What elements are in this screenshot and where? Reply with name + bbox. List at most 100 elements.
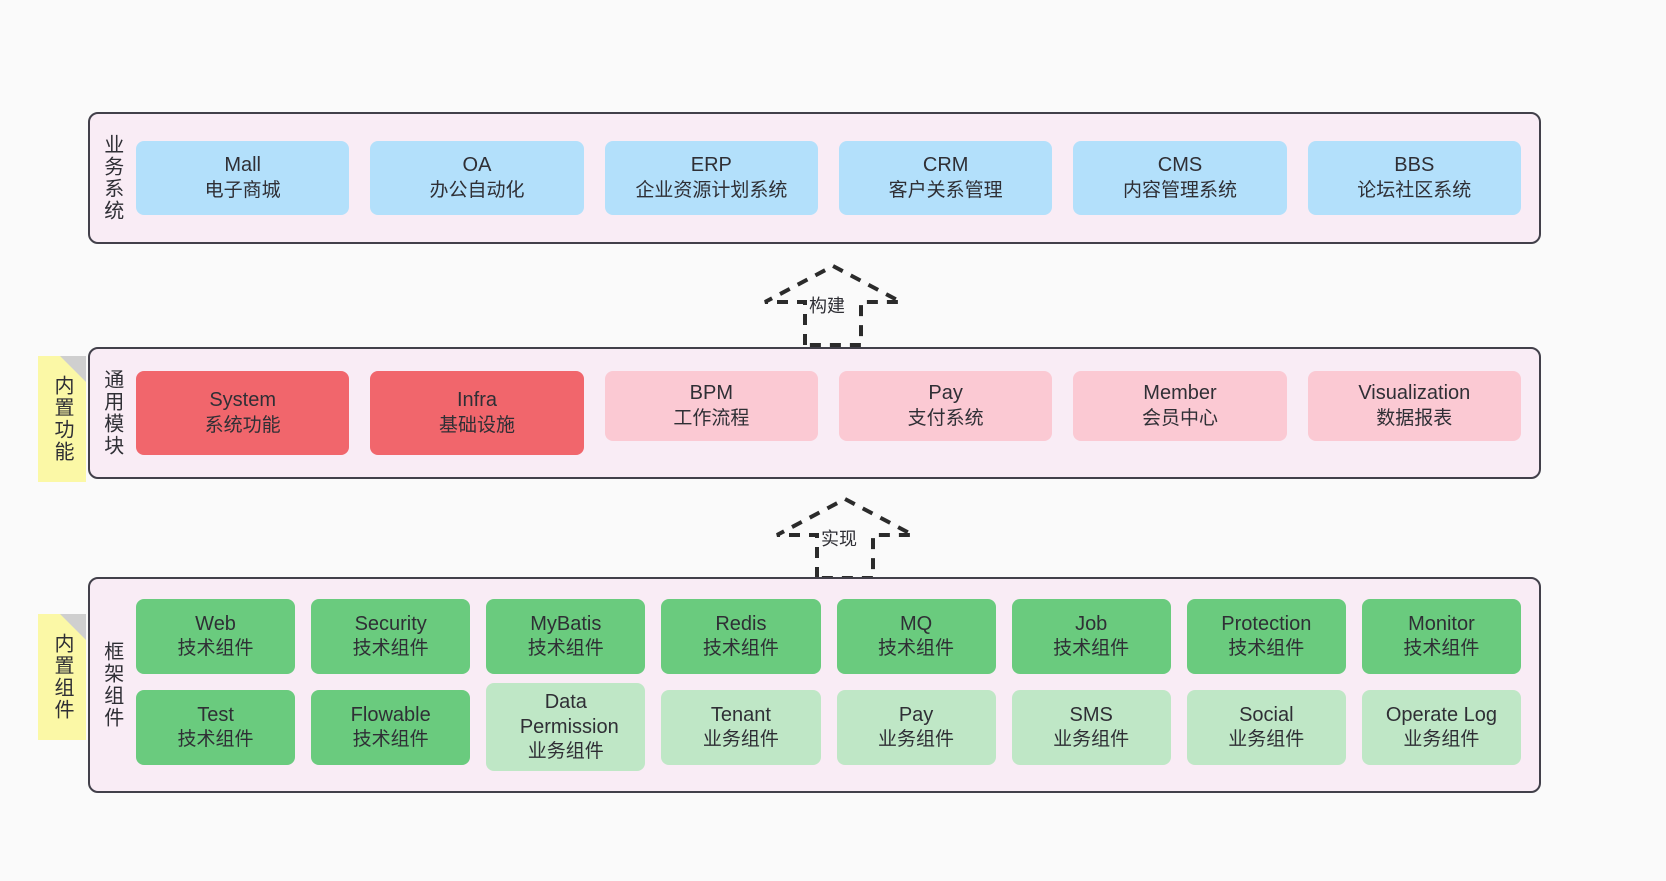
card-title-cn: 客户关系管理 xyxy=(888,179,1003,201)
card-security[interactable]: Security 技术组件 xyxy=(311,599,471,674)
card-title-cn: 支付系统 xyxy=(907,407,984,429)
layer-title-common: 通用模块 xyxy=(100,369,123,457)
card-title-cn: 业务组件 xyxy=(1228,729,1305,751)
card-mall[interactable]: Mall 电子商城 xyxy=(136,141,350,215)
card-title-cn: 论坛社区系统 xyxy=(1357,179,1472,201)
layer-framework-components: 框架组件 Web 技术组件 Security 技术组件 MyBatis 技术组件… xyxy=(88,577,1541,793)
card-title-cn: 系统功能 xyxy=(204,414,281,436)
card-title-cn: 数据报表 xyxy=(1376,407,1453,429)
note-builtin-function: 内置功能 xyxy=(38,356,86,482)
card-title-en: Social xyxy=(1239,703,1294,726)
card-bpm[interactable]: BPM 工作流程 xyxy=(604,371,818,441)
card-title-cn: 技术组件 xyxy=(352,638,429,660)
card-title-cn: 技术组件 xyxy=(177,729,254,751)
card-cms[interactable]: CMS 内容管理系统 xyxy=(1073,141,1287,215)
card-title-en: MQ xyxy=(899,612,933,635)
card-title-cn: 内容管理系统 xyxy=(1122,179,1237,201)
card-title-cn: 技术组件 xyxy=(702,638,779,660)
card-title-en: Monitor xyxy=(1408,612,1475,635)
card-title-en: Mall xyxy=(224,154,261,177)
note-builtin-component: 内置组件 xyxy=(38,614,86,740)
card-oa[interactable]: OA 办公自动化 xyxy=(370,141,584,215)
card-title-cn: 技术组件 xyxy=(177,638,254,660)
arrow-build-shape xyxy=(764,263,902,347)
card-title-en: Pay xyxy=(898,703,934,726)
card-title-en: Security xyxy=(354,612,427,635)
card-member[interactable]: Member 会员中心 xyxy=(1073,371,1287,441)
arrow-implement-shape xyxy=(776,496,914,580)
card-title-en: Job xyxy=(1075,612,1108,635)
card-title-cn: 企业资源计划系统 xyxy=(635,179,788,201)
card-title-cn: 工作流程 xyxy=(673,407,750,429)
layer-business-systems: 业务系统 Mall 电子商城 OA 办公自动化 ERP 企业资源计划系统 CRM… xyxy=(88,112,1541,244)
card-operate-log[interactable]: Operate Log 业务组件 xyxy=(1361,690,1521,765)
card-redis[interactable]: Redis 技术组件 xyxy=(661,599,821,674)
card-title-cn: 技术组件 xyxy=(352,729,429,751)
card-title-en: Visualization xyxy=(1358,382,1471,405)
layer-common-modules: 通用模块 System 系统功能 Infra 基础设施 BPM 工作流程 Pay… xyxy=(88,347,1541,479)
card-title-en: BBS xyxy=(1394,154,1435,177)
card-protection[interactable]: Protection 技术组件 xyxy=(1186,599,1346,674)
card-mybatis[interactable]: MyBatis 技术组件 xyxy=(486,599,646,674)
card-bbs[interactable]: BBS 论坛社区系统 xyxy=(1307,141,1521,215)
card-title-en: CMS xyxy=(1157,154,1203,177)
card-title-en: Web xyxy=(195,612,236,635)
card-title-cn: 技术组件 xyxy=(1403,638,1480,660)
card-monitor[interactable]: Monitor 技术组件 xyxy=(1361,599,1521,674)
card-title-cn: 基础设施 xyxy=(438,414,515,436)
card-title-cn: 业务组件 xyxy=(702,729,779,751)
card-test[interactable]: Test 技术组件 xyxy=(136,690,296,765)
card-title-en: Tenant xyxy=(710,703,771,726)
common-row: System 系统功能 Infra 基础设施 BPM 工作流程 Pay 支付系统… xyxy=(136,371,1521,455)
card-title-en: Infra xyxy=(456,389,497,412)
card-title-en: MyBatis xyxy=(530,612,602,635)
card-title-en: Test xyxy=(197,703,234,726)
card-social[interactable]: Social 业务组件 xyxy=(1186,690,1346,765)
note-fold-corner xyxy=(60,356,86,382)
card-title-cn: 业务组件 xyxy=(527,741,604,763)
card-pay[interactable]: Pay 支付系统 xyxy=(838,371,1053,441)
arrow-build: 构建 xyxy=(758,262,908,347)
card-data-permission[interactable]: Data Permission 业务组件 xyxy=(486,683,646,771)
layer-title-business: 业务系统 xyxy=(100,134,123,222)
card-title-en: SMS xyxy=(1069,703,1113,726)
card-title-en: CRM xyxy=(922,154,969,177)
card-pay-component[interactable]: Pay 业务组件 xyxy=(836,690,996,765)
card-title-en: BPM xyxy=(689,382,733,405)
layer-body-business: Mall 电子商城 OA 办公自动化 ERP 企业资源计划系统 CRM 客户关系… xyxy=(132,114,1539,242)
arrow-implement: 实现 xyxy=(770,495,920,580)
card-system[interactable]: System 系统功能 xyxy=(136,371,350,455)
card-web[interactable]: Web 技术组件 xyxy=(136,599,296,674)
card-title-en: Flowable xyxy=(350,703,431,726)
card-visualization[interactable]: Visualization 数据报表 xyxy=(1307,371,1521,441)
card-title-en: Protection xyxy=(1221,612,1312,635)
framework-row-business: Test 技术组件 Flowable 技术组件 Data Permission … xyxy=(136,683,1521,771)
card-title-cn: 电子商城 xyxy=(204,179,281,201)
card-title-en: Data Permission xyxy=(519,690,619,739)
card-title-cn: 技术组件 xyxy=(1228,638,1305,660)
business-row: Mall 电子商城 OA 办公自动化 ERP 企业资源计划系统 CRM 客户关系… xyxy=(136,141,1521,215)
card-erp[interactable]: ERP 企业资源计划系统 xyxy=(604,141,818,215)
card-title-en: Operate Log xyxy=(1385,703,1498,726)
note-label: 内置功能 xyxy=(51,375,73,463)
card-title-cn: 业务组件 xyxy=(1053,729,1130,751)
card-crm[interactable]: CRM 客户关系管理 xyxy=(838,141,1053,215)
card-title-en: ERP xyxy=(690,154,732,177)
card-title-en: System xyxy=(209,389,276,412)
card-title-en: Redis xyxy=(715,612,767,635)
card-title-cn: 会员中心 xyxy=(1141,407,1218,429)
card-title-cn: 业务组件 xyxy=(1403,729,1480,751)
card-infra[interactable]: Infra 基础设施 xyxy=(370,371,584,455)
card-job[interactable]: Job 技术组件 xyxy=(1011,599,1171,674)
card-flowable[interactable]: Flowable 技术组件 xyxy=(311,690,471,765)
card-title-cn: 技术组件 xyxy=(1053,638,1130,660)
note-label: 内置组件 xyxy=(51,633,73,721)
card-title-en: Pay xyxy=(928,382,963,405)
card-sms[interactable]: SMS 业务组件 xyxy=(1011,690,1171,765)
layer-title-framework: 框架组件 xyxy=(100,641,123,729)
note-fold-corner xyxy=(60,614,86,640)
card-tenant[interactable]: Tenant 业务组件 xyxy=(661,690,821,765)
card-title-cn: 技术组件 xyxy=(527,638,604,660)
card-mq[interactable]: MQ 技术组件 xyxy=(836,599,996,674)
